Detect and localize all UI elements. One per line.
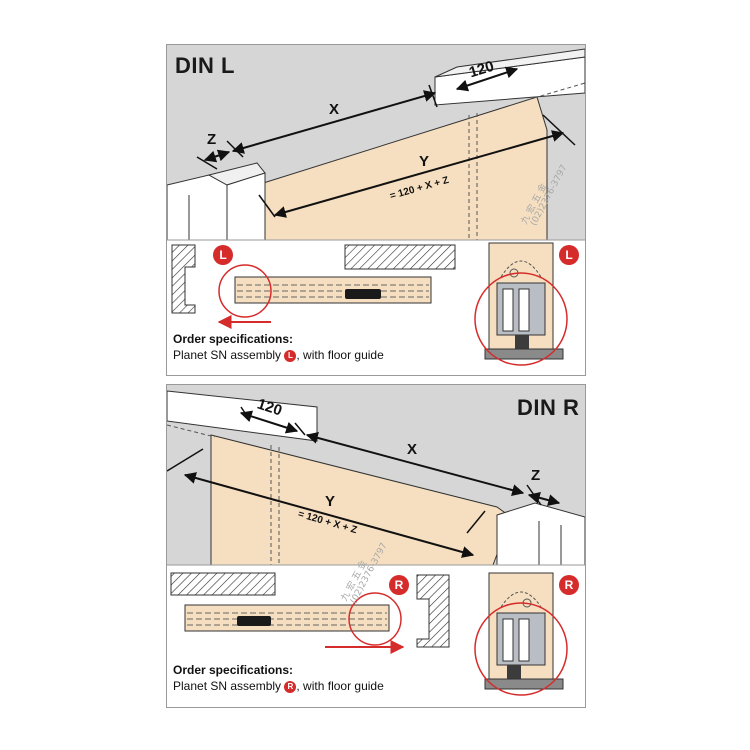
din-l-drawing [167,45,585,375]
dim-x-label: X [407,441,418,458]
hardware-badge-l: L [559,245,579,265]
din-l-panel: DIN L 120 X Z Y = 120 + X + Z 九 宏 五 金 (0… [166,44,586,376]
order-specifications-text: Planet SN assembly L, with floor guide [173,348,384,362]
panel-title-din-r: DIN R [517,395,580,420]
dim-x-arrow [305,432,525,496]
dim-y-label: Y [419,153,430,170]
hardware-circle [474,602,568,696]
detail-circle [218,264,272,318]
order-specifications-title: Order specifications: [173,663,294,677]
detail-badge-r: R [389,575,409,595]
ceiling-hatch [344,244,456,270]
dim-x-arrow [231,90,437,154]
floor-guide [237,616,271,626]
dim-x-label: X [329,101,340,118]
dim-y-label: Y [325,493,336,510]
order-specifications-text: Planet SN assembly R, with floor guide [173,679,384,693]
order-text-before: Planet SN assembly [173,679,282,693]
panel-title-din-l: DIN L [175,53,235,78]
hardware-floor [484,348,564,360]
order-specifications-title: Order specifications: [173,332,294,346]
order-text-after: , with floor guide [296,679,384,693]
dim-120-arrow [239,410,299,434]
detail-circle [348,592,402,646]
order-badge-r: R [284,681,297,693]
order-text-before: Planet SN assembly [173,348,282,362]
dim-z-label: Z [207,131,217,148]
dim-y-arrow [183,472,475,558]
wall-profile [171,244,196,314]
hardware-floor [484,678,564,690]
din-r-drawing [167,385,585,707]
dim-z-arrow [203,149,231,163]
ceiling-hatch [170,572,276,596]
wall-profile [416,574,450,648]
din-r-panel: DIN R 120 X Z Y = 120 + X + Z 九 宏 五 金 (0… [166,384,586,708]
wall-left [167,174,228,241]
order-text-after: , with floor guide [296,348,384,362]
dim-y-arrow [273,130,565,218]
dim-120-arrow [455,66,519,92]
floor-guide [345,289,381,299]
door-top-view [234,276,432,304]
order-badge-l: L [284,350,297,362]
door-top-view [184,604,390,632]
dim-z-arrow [527,491,561,507]
hardware-circle [474,272,568,366]
dim-z-label: Z [531,467,541,484]
hardware-badge-r: R [559,575,579,595]
detail-badge-l: L [213,245,233,265]
